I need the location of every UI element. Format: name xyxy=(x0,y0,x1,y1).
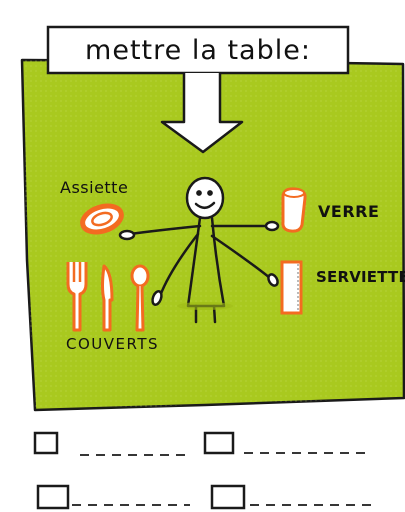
title-box xyxy=(46,25,350,75)
label-assiette: Assiette xyxy=(60,178,129,197)
glass-icon xyxy=(281,187,307,233)
napkin-icon xyxy=(280,260,303,315)
checkbox[interactable] xyxy=(36,484,70,510)
checkbox[interactable] xyxy=(33,431,59,455)
cutlery-icon xyxy=(66,262,150,332)
page-title: mettre la table: xyxy=(85,34,311,66)
checklist xyxy=(33,431,372,510)
stick-figure xyxy=(118,176,280,324)
label-verre: VERRE xyxy=(318,202,380,221)
checkbox[interactable] xyxy=(203,431,235,455)
label-serviette: SERVIETTE xyxy=(316,268,405,286)
arrow-down-icon xyxy=(160,73,244,154)
plate-icon xyxy=(80,203,124,235)
label-couverts: COUVERTS xyxy=(66,335,160,353)
checkbox[interactable] xyxy=(210,484,246,510)
